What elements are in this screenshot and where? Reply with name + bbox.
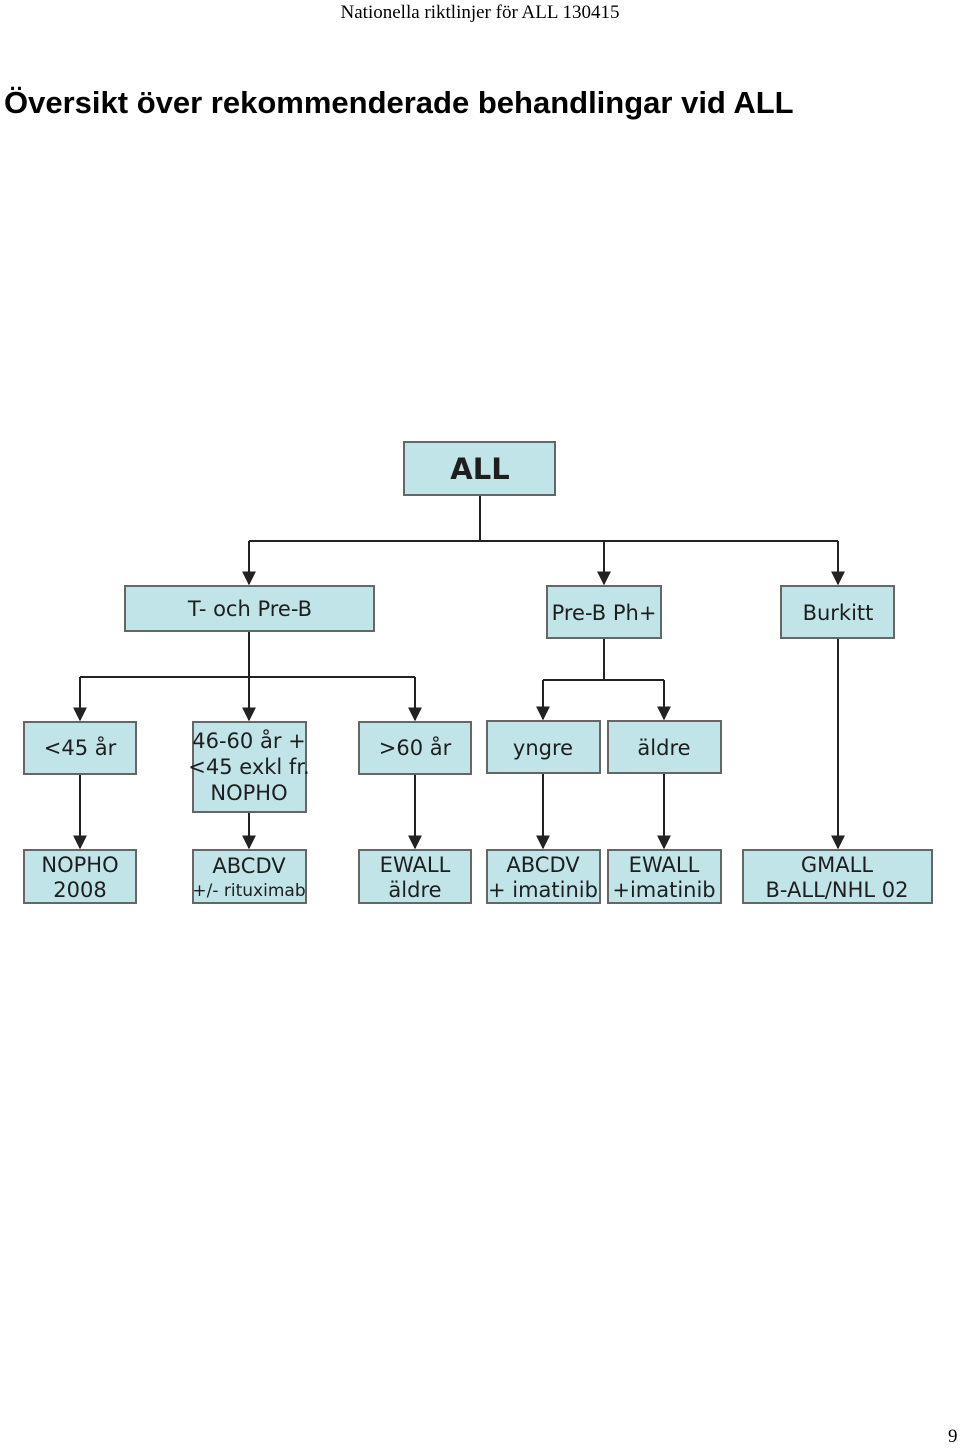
node-pre-b-ph: Pre-B Ph+: [546, 585, 662, 639]
node-t-pre-b-label: T- och Pre-B: [187, 597, 312, 621]
node-burkitt-label: Burkitt: [803, 601, 874, 625]
node-abcdv-line2: +/- rituximab: [192, 881, 305, 901]
node-pre-b-ph-label: Pre-B Ph+: [552, 601, 657, 625]
node-yngre: yngre: [486, 720, 601, 774]
node-46-60-line1: 46-60 år +: [192, 728, 305, 753]
node-aldre: äldre: [607, 720, 722, 774]
node-aldre-label: äldre: [637, 736, 690, 760]
node-gmall-line2: B-ALL/NHL 02: [766, 878, 909, 902]
node-over60-label: >60 år: [379, 735, 452, 760]
running-header: Nationella riktlinjer för ALL 130415: [340, 2, 620, 23]
node-ewall-imatinib: EWALL +imatinib: [607, 849, 722, 904]
node-all: ALL: [403, 441, 556, 496]
node-ewall: EWALL äldre: [358, 849, 472, 904]
node-abcdv-line1: ABCDV: [212, 854, 286, 878]
node-46-60-line2: <45 exkl fr.: [188, 755, 309, 779]
node-under45-label: <45 år: [44, 735, 117, 760]
node-nopho: NOPHO 2008: [23, 849, 137, 904]
node-46-60: 46-60 år + <45 exkl fr. NOPHO: [188, 721, 310, 813]
node-46-60-line3: NOPHO: [210, 781, 287, 805]
node-abcdv-imatinib-line2: + imatinib: [488, 878, 598, 902]
node-nopho-line1: NOPHO: [41, 853, 118, 877]
node-gmall: GMALL B-ALL/NHL 02: [742, 849, 933, 904]
page-title: Översikt över rekommenderade behandlinga…: [4, 85, 794, 120]
node-yngre-label: yngre: [513, 736, 573, 760]
connectors: [73, 495, 845, 850]
node-abcdv-imatinib-line1: ABCDV: [506, 853, 580, 877]
node-gmall-line1: GMALL: [801, 853, 873, 877]
node-ewall-line1: EWALL: [380, 853, 451, 877]
node-burkitt: Burkitt: [780, 585, 895, 639]
node-nopho-line2: 2008: [53, 878, 106, 902]
node-abcdv-imatinib: ABCDV + imatinib: [486, 849, 601, 904]
node-t-pre-b: T- och Pre-B: [124, 585, 375, 632]
node-all-label: ALL: [450, 452, 509, 486]
node-ewall-imatinib-line2: +imatinib: [612, 878, 715, 902]
node-over60: >60 år: [358, 721, 472, 775]
node-abcdv: ABCDV +/- rituximab: [192, 849, 307, 904]
page-number: 9: [948, 1426, 958, 1447]
node-under45: <45 år: [23, 721, 137, 775]
node-ewall-line2: äldre: [388, 878, 441, 902]
node-ewall-imatinib-line1: EWALL: [629, 853, 700, 877]
